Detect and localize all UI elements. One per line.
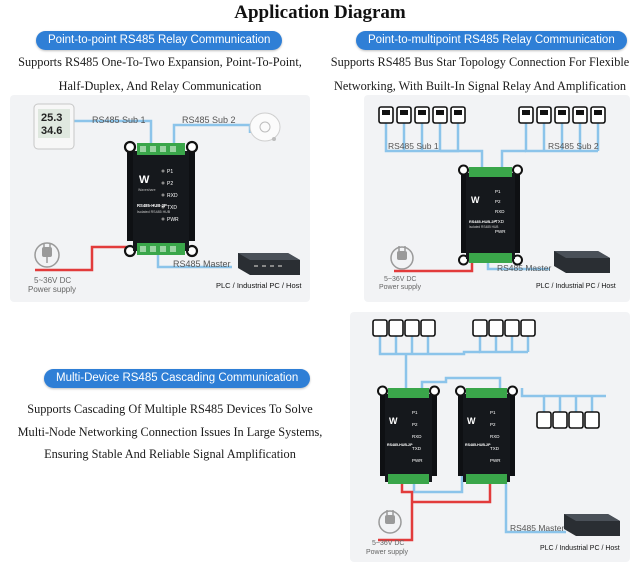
- p2p-power-line: [35, 245, 128, 272]
- svg-text:RS485-HUB-2P: RS485-HUB-2P: [387, 443, 413, 447]
- p2mp-description: Supports RS485 Bus Star Topology Connect…: [320, 50, 640, 98]
- p2p-diagram-panel: RS485 Sub 1 RS485 Sub 2 RS485 Master 25.…: [10, 95, 310, 302]
- svg-text:RS485-HUB-2P: RS485-HUB-2P: [465, 443, 491, 447]
- slave-device-icons: [378, 106, 606, 124]
- svg-text:P2: P2: [167, 181, 173, 187]
- svg-text:RXD: RXD: [167, 193, 178, 199]
- cascade-desc-line-3: Ensuring Stable And Reliable Signal Ampl…: [44, 447, 296, 461]
- industrial-pc-icon: [238, 253, 300, 275]
- cascade-power-label-1: 5~36V DC: [372, 540, 405, 547]
- svg-text:TXD: TXD: [167, 205, 177, 211]
- svg-text:RXD: RXD: [412, 434, 422, 439]
- power-plug-icon: [390, 246, 414, 270]
- p2mp-desc-line-1: Supports RS485 Bus Star Topology Connect…: [330, 55, 630, 69]
- svg-text:RXD: RXD: [495, 209, 505, 214]
- cascade-master-label: RS485 Master: [510, 523, 564, 533]
- svg-text:W: W: [467, 416, 476, 426]
- svg-text:RS485-HUB-2P: RS485-HUB-2P: [469, 220, 496, 224]
- svg-text:PWR: PWR: [167, 217, 179, 223]
- smoke-detector-icon: [249, 112, 281, 142]
- p2p-sub1-label: RS485 Sub 1: [92, 115, 146, 125]
- svg-text:TXD: TXD: [412, 446, 422, 451]
- p2p-description: Supports RS485 One-To-Two Expansion, Poi…: [0, 50, 320, 98]
- p2p-desc-line-2: Half-Duplex, And Relay Communication: [58, 79, 262, 93]
- svg-text:PWR: PWR: [495, 229, 506, 234]
- cascade-hub-2: W P1 P2 RXD TXD PWR RS485-HUB-2P: [455, 385, 518, 484]
- cascade-description: Supports Cascading Of Multiple RS485 Dev…: [0, 398, 340, 466]
- svg-text:W: W: [139, 174, 150, 186]
- cascade-hub-1: W P1 P2 RXD TXD PWR RS485-HUB-2P: [377, 385, 440, 484]
- p2mp-diagram-panel: RS485 Sub 1 RS485 Sub 2 RS485 Master W P…: [364, 95, 630, 302]
- p2mp-diagram: RS485 Sub 1 RS485 Sub 2 RS485 Master W P…: [378, 106, 616, 291]
- power-plug-icon: [378, 510, 402, 534]
- p2p-hub: W Waveshare P1 P2 RXD TXD PWR RS485-HUB-…: [123, 140, 199, 258]
- cascade-desc-line-2: Multi-Node Networking Connection Issues …: [17, 424, 323, 439]
- p2p-power-label-2: Power supply: [28, 285, 76, 294]
- svg-text:PWR: PWR: [412, 458, 423, 463]
- thermo-bottom-value: 34.6: [41, 125, 62, 137]
- industrial-pc-icon: [554, 251, 610, 273]
- p2mp-desc-line-2: Networking, With Built-In Signal Relay A…: [334, 79, 626, 93]
- cascade-host-label: PLC / Industrial PC / Host: [540, 545, 620, 552]
- industrial-pc-icon: [564, 514, 620, 536]
- page-title: Application Diagram: [234, 2, 406, 23]
- svg-text:RS485-HUB-2P: RS485-HUB-2P: [137, 203, 167, 208]
- svg-text:Isolated RS485 HUB: Isolated RS485 HUB: [137, 210, 171, 214]
- svg-text:P1: P1: [490, 410, 496, 415]
- thermo-top-value: 25.3: [41, 112, 62, 124]
- svg-text:Waveshare: Waveshare: [138, 188, 156, 192]
- p2p-sub2-label: RS485 Sub 2: [182, 115, 236, 125]
- p2p-power-label-1: 5~36V DC: [34, 276, 71, 285]
- p2mp-sub1-label: RS485 Sub 1: [388, 141, 439, 151]
- power-plug-icon: [34, 242, 60, 268]
- svg-text:P2: P2: [495, 199, 501, 204]
- p2p-desc-line-1: Supports RS485 One-To-Two Expansion, Poi…: [18, 55, 302, 69]
- svg-text:RXD: RXD: [490, 434, 500, 439]
- cascade-slave-device-icons: [372, 319, 600, 429]
- p2mp-power-label-1: 5~36V DC: [384, 276, 417, 283]
- svg-text:P1: P1: [495, 189, 501, 194]
- svg-text:Isolated RS485 HUB: Isolated RS485 HUB: [469, 225, 498, 229]
- p2p-diagram: RS485 Sub 1 RS485 Sub 2 RS485 Master 25.…: [28, 103, 302, 294]
- svg-text:W: W: [471, 195, 480, 205]
- p2mp-host-label: PLC / Industrial PC / Host: [536, 283, 616, 290]
- svg-text:TXD: TXD: [490, 446, 500, 451]
- cascade-power-label-2: Power supply: [366, 549, 409, 556]
- p2mp-heading: Point-to-multipoint RS485 Relay Communic…: [356, 31, 627, 50]
- p2p-master-label: RS485 Master: [173, 259, 231, 269]
- cascade-desc-line-1: Supports Cascading Of Multiple RS485 Dev…: [27, 402, 313, 416]
- svg-text:P1: P1: [412, 410, 418, 415]
- svg-text:P2: P2: [490, 422, 496, 427]
- p2mp-power-line: [394, 259, 482, 273]
- cascade-heading: Multi-Device RS485 Cascading Communicati…: [44, 369, 311, 388]
- p2mp-sub2-label: RS485 Sub 2: [548, 141, 599, 151]
- cascade-power-line: [378, 482, 414, 542]
- svg-text:P2: P2: [412, 422, 418, 427]
- thermo-hygrometer-icon: 25.3 34.6: [33, 103, 75, 150]
- p2mp-hub: W P1 P2 RXD TXD PWR RS485-HUB-2P Isolate…: [458, 164, 523, 266]
- p2p-heading: Point-to-point RS485 Relay Communication: [36, 31, 283, 50]
- svg-text:PWR: PWR: [490, 458, 501, 463]
- p2mp-power-label-2: Power supply: [379, 284, 422, 291]
- p2p-host-label: PLC / Industrial PC / Host: [216, 281, 302, 290]
- p2mp-master-label: RS485 Master: [497, 263, 551, 273]
- svg-text:P1: P1: [167, 169, 173, 175]
- svg-text:TXD: TXD: [495, 219, 505, 224]
- cascade-diagram: RS485 Master W P1 P2 RXD TXD PWR RS485-H…: [366, 319, 620, 556]
- svg-text:W: W: [389, 416, 398, 426]
- cascade-diagram-panel: RS485 Master W P1 P2 RXD TXD PWR RS485-H…: [350, 312, 630, 562]
